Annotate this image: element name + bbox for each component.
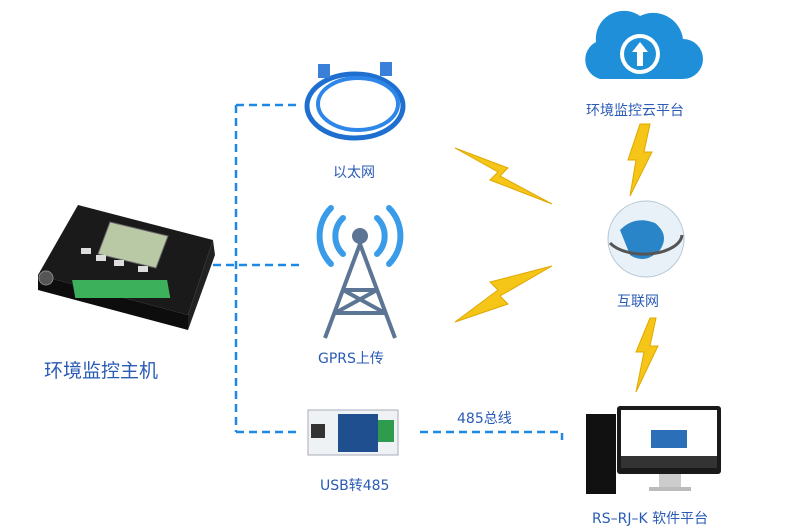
host-label: 环境监控主机	[44, 360, 159, 382]
gprs-tower-icon	[316, 205, 404, 339]
lightning-icon-internet	[635, 317, 659, 393]
lightning-icon-gprs	[454, 265, 553, 323]
lightning-icon-cloud	[627, 123, 653, 197]
usb485-label: USB转485	[320, 478, 390, 494]
bus485-label: 485总线	[457, 411, 512, 427]
cloud-upload-icon	[585, 10, 703, 80]
ethernet-label: 以太网	[333, 165, 375, 181]
host-device-image	[38, 205, 215, 330]
cloud-label: 环境监控云平台	[586, 103, 684, 119]
computer-icon	[586, 406, 721, 494]
internet-label: 互联网	[617, 294, 659, 310]
usb485-converter-icon	[307, 409, 399, 456]
lightning-icon-ethernet	[454, 147, 553, 205]
internet-globe-icon	[607, 200, 685, 278]
gprs-label: GPRS上传	[318, 351, 384, 367]
software-label: RS–RJ–K 软件平台	[592, 511, 709, 527]
bus485-line	[420, 430, 564, 440]
ethernet-cable-icon	[304, 62, 406, 141]
